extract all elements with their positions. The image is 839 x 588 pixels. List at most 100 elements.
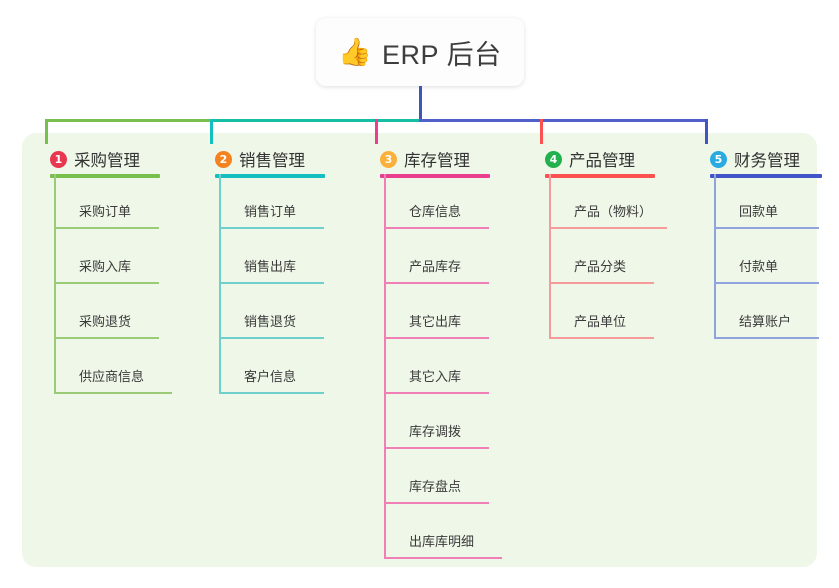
- leaf-node-underline: [219, 392, 324, 394]
- leaf-node-underline: [54, 337, 159, 339]
- branch-spine: [384, 174, 386, 559]
- leaf-node[interactable]: 库存调拨: [384, 394, 502, 449]
- branch-stub-4: [540, 119, 543, 144]
- leaf-node-label: 销售出库: [244, 259, 297, 274]
- leaf-node[interactable]: 产品（物料）: [549, 174, 667, 229]
- branch-header-产品管理[interactable]: 4 产品管理: [532, 146, 635, 172]
- leaf-node-underline: [54, 227, 159, 229]
- bus-segment-2: [210, 119, 419, 122]
- branches-background-panel: [22, 133, 817, 567]
- root-trunk-line: [419, 86, 422, 122]
- leaf-node-underline: [54, 392, 172, 394]
- root-node-title: ERP 后台: [382, 39, 502, 70]
- branch-stub-1: [45, 119, 48, 144]
- leaf-node[interactable]: 供应商信息: [54, 339, 172, 394]
- leaf-node-label: 回款单: [739, 204, 779, 219]
- branch-spine: [54, 174, 56, 394]
- branch-title: 库存管理: [404, 152, 470, 170]
- branch-title: 产品管理: [569, 152, 635, 170]
- branch-spine: [219, 174, 221, 394]
- branch-title-underline: [215, 174, 325, 178]
- branch-title-underline: [50, 174, 160, 178]
- leaf-node-underline: [549, 282, 654, 284]
- leaf-node-label: 客户信息: [244, 369, 297, 384]
- branch-number-badge: 5: [710, 150, 727, 168]
- leaf-node-underline: [384, 557, 502, 559]
- leaf-node-underline: [714, 337, 819, 339]
- leaf-node[interactable]: 销售退货: [219, 284, 337, 339]
- leaf-node-label: 库存盘点: [409, 479, 462, 494]
- leaf-node[interactable]: 仓库信息: [384, 174, 502, 229]
- branch-header-财务管理[interactable]: 5 财务管理: [697, 146, 800, 172]
- leaf-node-label: 其它出库: [409, 314, 462, 329]
- leaf-node-label: 销售订单: [244, 204, 297, 219]
- leaf-node[interactable]: 其它入库: [384, 339, 502, 394]
- branch-column-4: 4 产品管理产品（物料） 产品分类产品单位: [532, 146, 667, 339]
- branch-number-badge: 1: [50, 150, 67, 168]
- branch-title: 销售管理: [239, 152, 305, 170]
- bus-segment-3: [419, 119, 708, 122]
- leaf-node-underline: [714, 282, 819, 284]
- leaf-node-label: 销售退货: [244, 314, 297, 329]
- leaf-node-label: 采购订单: [79, 204, 132, 219]
- leaf-node[interactable]: 结算账户: [714, 284, 832, 339]
- leaf-node-underline: [384, 502, 489, 504]
- branch-column-2: 2 销售管理销售订单销售出库销售退货客户信息: [202, 146, 325, 394]
- branch-title-underline: [380, 174, 490, 178]
- leaf-node-label: 仓库信息: [409, 204, 462, 219]
- branch-spine: [714, 174, 716, 339]
- leaf-node[interactable]: 销售出库: [219, 229, 337, 284]
- thumbs-up-emoji: 👍: [338, 36, 373, 67]
- branch-column-1: 1 采购管理采购订单采购入库采购退货供应商信息: [37, 146, 172, 394]
- leaf-node[interactable]: 产品分类: [549, 229, 667, 284]
- leaf-node-label: 产品库存: [409, 259, 462, 274]
- root-node[interactable]: 👍 ERP 后台: [316, 18, 524, 86]
- leaf-node[interactable]: 产品单位: [549, 284, 667, 339]
- leaf-node-label: 产品单位: [574, 314, 627, 329]
- leaf-node-label: 付款单: [739, 259, 779, 274]
- leaf-node-label: 产品分类: [574, 259, 627, 274]
- leaf-node-underline: [549, 337, 654, 339]
- branch-title-underline: [545, 174, 655, 178]
- leaf-node-underline: [219, 227, 324, 229]
- branch-stub-3: [375, 119, 378, 144]
- branch-title-underline: [710, 174, 822, 178]
- leaf-node[interactable]: 其它出库: [384, 284, 502, 339]
- leaf-node[interactable]: 付款单: [714, 229, 832, 284]
- branch-spine: [549, 174, 551, 339]
- branch-title: 财务管理: [734, 152, 800, 170]
- leaf-node[interactable]: 销售订单: [219, 174, 337, 229]
- leaf-node-underline: [384, 282, 489, 284]
- branch-stub-2: [210, 119, 213, 144]
- leaf-node[interactable]: 采购退货: [54, 284, 172, 339]
- leaf-node-label: 产品（物料）: [574, 204, 653, 219]
- leaf-node[interactable]: 产品库存: [384, 229, 502, 284]
- branch-title: 采购管理: [74, 152, 140, 170]
- leaf-node[interactable]: 采购订单: [54, 174, 172, 229]
- leaf-node-underline: [549, 227, 667, 229]
- branch-header-销售管理[interactable]: 2 销售管理: [202, 146, 305, 172]
- leaf-node-underline: [384, 392, 489, 394]
- branch-header-采购管理[interactable]: 1 采购管理: [37, 146, 140, 172]
- branch-number-badge: 3: [380, 150, 397, 168]
- leaf-node[interactable]: 客户信息: [219, 339, 337, 394]
- leaf-node-label: 供应商信息: [79, 369, 145, 384]
- leaf-node-underline: [219, 282, 324, 284]
- branch-column-3: 3 库存管理仓库信息产品库存其它出库其它入库库存调拨库存盘点出库库明细: [367, 146, 502, 559]
- branch-header-库存管理[interactable]: 3 库存管理: [367, 146, 470, 172]
- branch-stub-5: [705, 119, 708, 144]
- leaf-node[interactable]: 库存盘点: [384, 449, 502, 504]
- leaf-node[interactable]: 出库库明细: [384, 504, 502, 559]
- branch-number-badge: 2: [215, 150, 232, 168]
- leaf-node-underline: [384, 447, 489, 449]
- leaf-node-underline: [54, 282, 159, 284]
- leaf-node-label: 出库库明细: [409, 534, 475, 549]
- leaf-node[interactable]: 采购入库: [54, 229, 172, 284]
- leaf-node-label: 采购入库: [79, 259, 132, 274]
- leaf-node-underline: [384, 337, 489, 339]
- leaf-node[interactable]: 回款单: [714, 174, 832, 229]
- leaf-node-underline: [714, 227, 819, 229]
- branch-number-badge: 4: [545, 150, 562, 168]
